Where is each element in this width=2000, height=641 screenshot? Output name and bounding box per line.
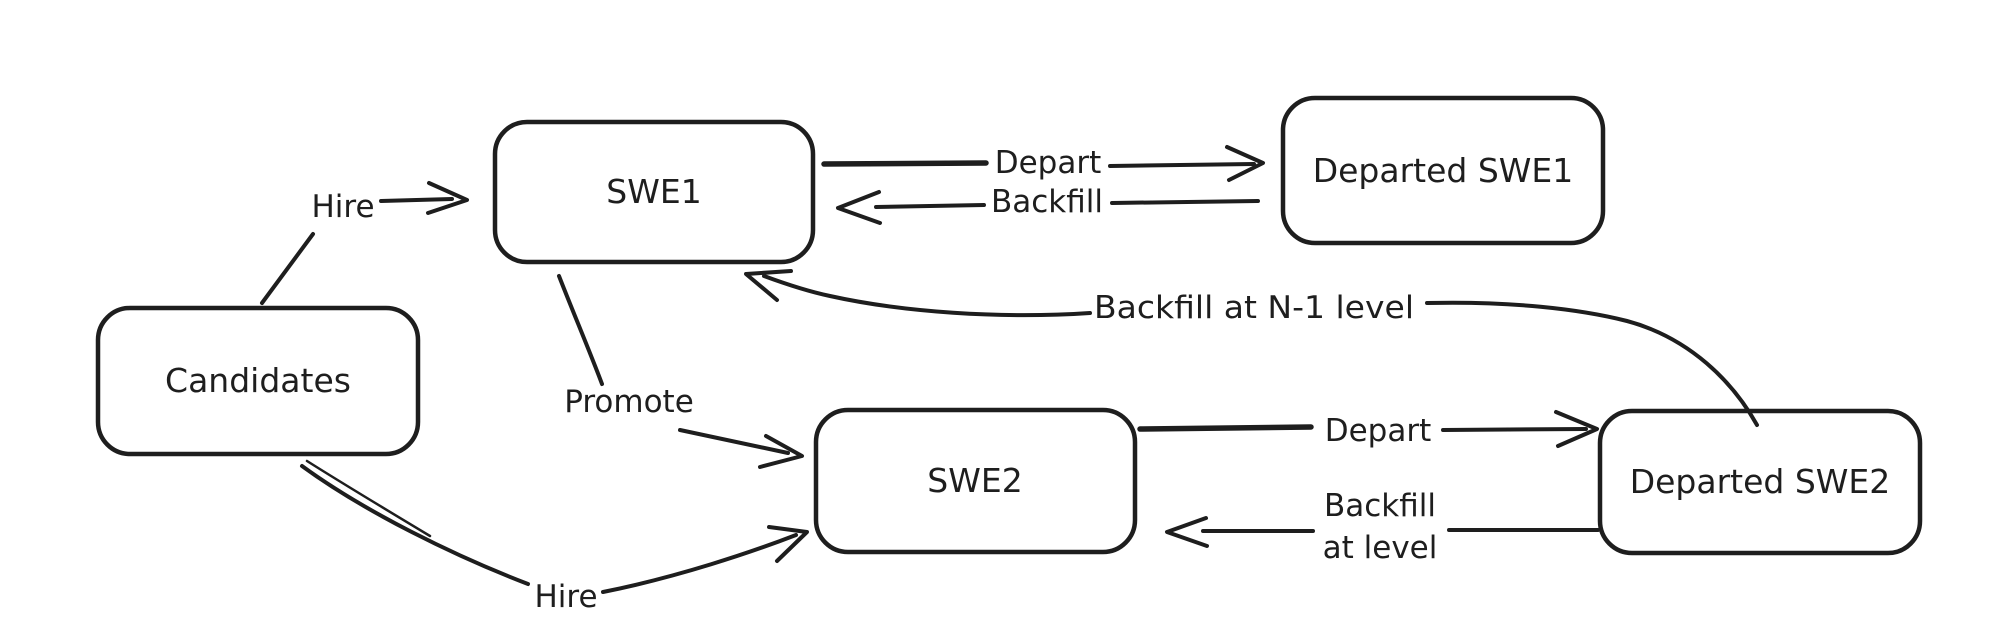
edge-depart-swe2-tail-line[interactable] xyxy=(1137,424,1314,432)
edge-hire-swe2-label[interactable]: Hire xyxy=(534,579,597,615)
edge-backfill-at-level: Backfill at level xyxy=(1165,488,1600,566)
edge-backfill-at-level-arrowhead-icon[interactable] xyxy=(1165,516,1209,548)
edge-backfill-n-minus-1-label[interactable]: Backfill at N-1 level xyxy=(1094,290,1414,326)
edge-depart-swe2-arrowhead-icon[interactable] xyxy=(1554,410,1599,448)
edge-promote: Promote xyxy=(557,274,804,469)
edge-depart-swe1-shaft-line[interactable] xyxy=(1108,162,1256,168)
edge-hire-swe2-tail-doublestroke[interactable] xyxy=(305,459,432,538)
edge-hire-swe2-arrowhead-icon[interactable] xyxy=(767,525,809,563)
node-departed-swe2-box[interactable] xyxy=(1597,408,1923,556)
node-swe2-label[interactable]: SWE2 xyxy=(927,461,1022,500)
edge-depart-swe1-label[interactable]: Depart xyxy=(995,145,1102,181)
edge-backfill-swe1: Backfill xyxy=(836,184,1260,225)
edge-backfill-swe1-shaft-line[interactable] xyxy=(874,203,986,209)
node-departed-swe1-label[interactable]: Departed SWE1 xyxy=(1313,151,1574,190)
node-departed-swe2-label[interactable]: Departed SWE2 xyxy=(1630,462,1891,501)
edge-depart-swe1-arrowhead-icon[interactable] xyxy=(1225,145,1265,182)
edge-depart-swe1-tail-line[interactable] xyxy=(821,160,989,167)
node-departed-swe1-box[interactable] xyxy=(1280,95,1606,246)
edge-depart-swe2: Depart xyxy=(1137,410,1599,449)
edge-promote-arrowhead-icon[interactable] xyxy=(758,434,804,469)
edge-hire-swe1-shaft-line[interactable] xyxy=(379,197,454,203)
node-candidates-label[interactable]: Candidates xyxy=(165,361,351,400)
node-swe2-box[interactable] xyxy=(813,407,1138,555)
node-swe1: SWE1 xyxy=(492,119,816,265)
node-candidates: Candidates xyxy=(95,305,421,457)
edge-hire-swe1-arrowhead-icon[interactable] xyxy=(426,181,469,215)
edge-hire-swe1-label[interactable]: Hire xyxy=(311,189,374,225)
edge-backfill-swe1-arrowhead-icon[interactable] xyxy=(836,190,882,225)
edge-depart-swe2-label[interactable]: Depart xyxy=(1325,413,1432,449)
edge-promote-tail-line[interactable] xyxy=(557,274,604,386)
edge-backfill-n-minus-1-shaft-curve[interactable] xyxy=(762,274,1092,318)
node-departed-swe1: Departed SWE1 xyxy=(1280,95,1606,246)
edge-backfill-n-minus-1-arrowhead-icon[interactable] xyxy=(744,269,793,302)
node-candidates-box[interactable] xyxy=(95,305,421,457)
node-swe1-box[interactable] xyxy=(492,119,816,265)
edge-hire-swe2-shaft-curve[interactable] xyxy=(601,533,798,594)
edge-hire-swe2: Hire xyxy=(300,459,809,615)
edge-backfill-at-level-label-line2[interactable]: at level xyxy=(1323,530,1438,566)
edge-promote-label[interactable]: Promote xyxy=(564,384,694,420)
edge-hire-swe1-tail-line[interactable] xyxy=(260,232,315,305)
edge-promote-shaft-line[interactable] xyxy=(678,428,790,455)
edge-hire-swe2-tail-curve[interactable] xyxy=(300,464,530,586)
edge-depart-swe2-shaft-line[interactable] xyxy=(1441,427,1588,432)
node-swe2: SWE2 xyxy=(813,407,1138,555)
edge-hire-swe1: Hire xyxy=(260,181,469,305)
node-departed-swe2: Departed SWE2 xyxy=(1597,408,1923,556)
edge-backfill-n-minus-1: Backfill at N-1 level xyxy=(744,269,1759,427)
edge-backfill-at-level-label-line1[interactable]: Backfill xyxy=(1324,488,1436,524)
node-swe1-label[interactable]: SWE1 xyxy=(606,172,701,211)
edge-backfill-swe1-tail-line[interactable] xyxy=(1110,199,1260,205)
edge-backfill-swe1-label[interactable]: Backfill xyxy=(991,184,1103,220)
edge-backfill-n-minus-1-tail-curve[interactable] xyxy=(1425,300,1759,427)
edge-depart-swe1: Depart xyxy=(821,145,1265,182)
